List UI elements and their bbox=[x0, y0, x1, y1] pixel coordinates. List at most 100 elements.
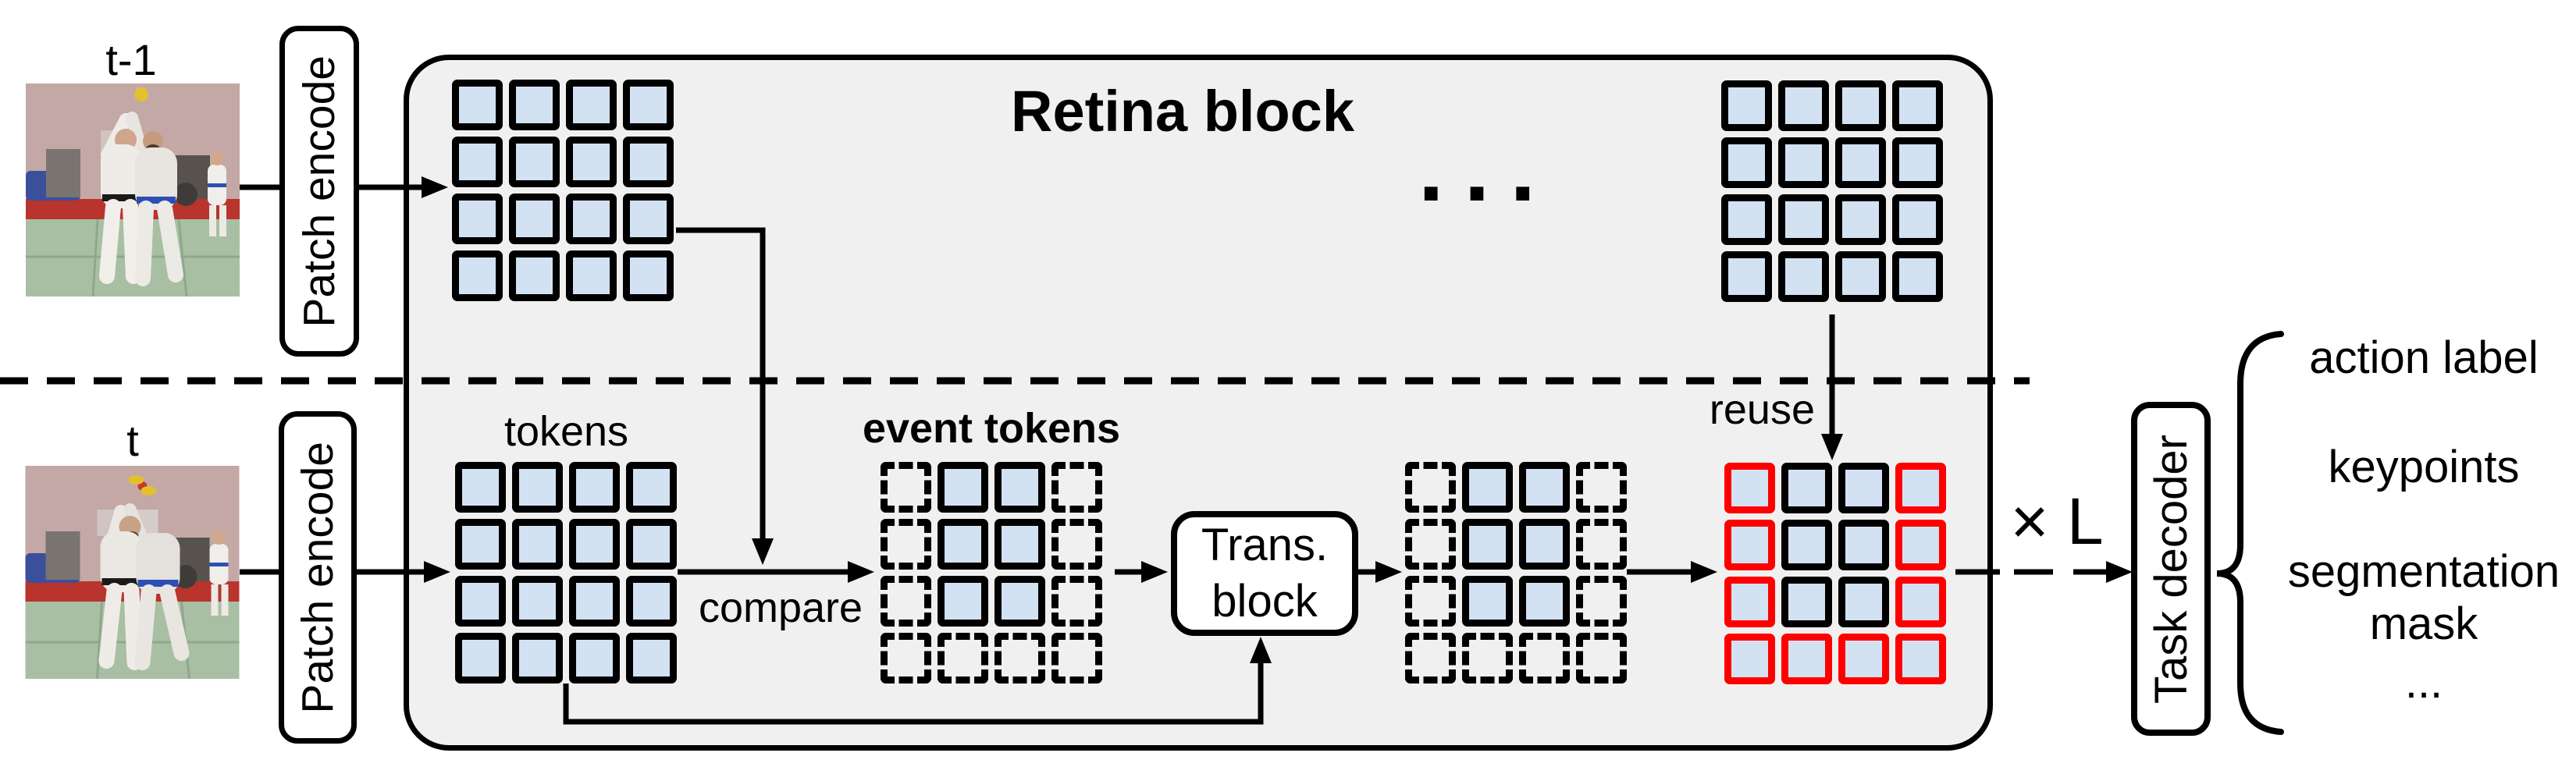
event-tokens-grid-after-trans bbox=[1405, 462, 1627, 684]
token-cell bbox=[452, 194, 503, 244]
token-cell bbox=[623, 137, 674, 187]
token-cell bbox=[1895, 634, 1946, 684]
video-frame-prev-image bbox=[26, 83, 240, 297]
token-cell bbox=[569, 519, 620, 570]
token-cell bbox=[1721, 80, 1772, 131]
token-cell bbox=[1838, 463, 1889, 513]
token-cell bbox=[1051, 576, 1102, 627]
token-cell bbox=[566, 137, 617, 187]
token-cell bbox=[1405, 519, 1456, 570]
token-cell bbox=[512, 576, 563, 627]
token-cell bbox=[455, 633, 506, 684]
frame-curr-label: t bbox=[126, 416, 139, 465]
token-cell bbox=[1835, 137, 1886, 188]
token-cell bbox=[938, 519, 988, 570]
token-cell bbox=[623, 80, 674, 130]
token-cell bbox=[1838, 577, 1889, 627]
patch-encode-box-curr: Patch encode bbox=[279, 411, 357, 744]
task-decoder-label: Task decoder bbox=[2145, 434, 2197, 704]
token-cell bbox=[623, 250, 674, 301]
token-cell bbox=[509, 137, 560, 187]
token-cell bbox=[626, 519, 677, 570]
token-cell bbox=[1838, 634, 1889, 684]
event-tokens-grid-before-trans bbox=[881, 462, 1102, 684]
token-cell bbox=[1892, 251, 1943, 302]
token-cell bbox=[1895, 463, 1946, 513]
token-cell bbox=[938, 462, 988, 513]
token-cell bbox=[1576, 633, 1627, 684]
token-cell bbox=[938, 576, 988, 627]
trans-block: Trans. block bbox=[1171, 511, 1358, 636]
token-cell bbox=[1835, 251, 1886, 302]
token-cell bbox=[455, 519, 506, 570]
token-cell bbox=[569, 462, 620, 513]
token-cell bbox=[1519, 519, 1570, 570]
video-frame-curr-image bbox=[25, 466, 240, 679]
token-cell bbox=[1724, 577, 1775, 627]
token-cell bbox=[1519, 576, 1570, 627]
tokens-grid-curr-frame bbox=[455, 462, 677, 684]
task-decoder-box: Task decoder bbox=[2131, 402, 2211, 736]
token-cell bbox=[626, 576, 677, 627]
token-cell bbox=[1781, 520, 1832, 570]
token-cell bbox=[512, 633, 563, 684]
token-cell bbox=[994, 462, 1045, 513]
output-tokens-grid-with-reuse bbox=[1724, 463, 1946, 684]
token-cell bbox=[1721, 194, 1772, 245]
tokens-grid-prev-frame bbox=[452, 80, 674, 301]
token-cell bbox=[626, 633, 677, 684]
token-cell bbox=[1051, 519, 1102, 570]
retina-block-title: Retina block bbox=[1011, 79, 1354, 144]
trans-block-label-line1: Trans. bbox=[1201, 519, 1329, 570]
token-cell bbox=[1895, 577, 1946, 627]
output-ellipsis: ... bbox=[2404, 657, 2443, 708]
token-cell bbox=[566, 250, 617, 301]
patch-encode-label-curr: Patch encode bbox=[293, 441, 343, 714]
output-action-label: action label bbox=[2309, 332, 2539, 383]
token-cell bbox=[626, 462, 677, 513]
token-cell bbox=[1576, 576, 1627, 627]
token-cell bbox=[512, 462, 563, 513]
token-cell bbox=[938, 633, 988, 684]
output-segmentation-mask: segmentation mask bbox=[2287, 546, 2560, 649]
token-cell bbox=[1838, 520, 1889, 570]
patch-encode-label-prev: Patch encode bbox=[294, 55, 344, 328]
token-cell bbox=[994, 576, 1045, 627]
token-cell bbox=[1892, 137, 1943, 188]
token-cell bbox=[1892, 194, 1943, 245]
compare-label: compare bbox=[698, 584, 863, 631]
token-cell bbox=[512, 519, 563, 570]
token-cell bbox=[1781, 634, 1832, 684]
token-cell bbox=[1051, 633, 1102, 684]
token-cell bbox=[1519, 462, 1570, 513]
tokens-grid-reused-top bbox=[1721, 80, 1943, 302]
token-cell bbox=[1778, 137, 1829, 188]
token-cell bbox=[1576, 462, 1627, 513]
token-cell bbox=[566, 194, 617, 244]
event-tokens-label: event tokens bbox=[862, 405, 1121, 452]
token-cell bbox=[1724, 463, 1775, 513]
token-cell bbox=[994, 519, 1045, 570]
token-cell bbox=[452, 80, 503, 130]
token-cell bbox=[1781, 463, 1832, 513]
token-cell bbox=[881, 519, 931, 570]
token-cell bbox=[569, 576, 620, 627]
token-cell bbox=[1519, 633, 1570, 684]
token-cell bbox=[1051, 462, 1102, 513]
frame-prev-label: t-1 bbox=[105, 35, 157, 84]
token-cell bbox=[1778, 251, 1829, 302]
token-cell bbox=[1778, 194, 1829, 245]
token-cell bbox=[1405, 633, 1456, 684]
tokens-label: tokens bbox=[503, 408, 629, 455]
token-cell bbox=[623, 194, 674, 244]
token-cell bbox=[509, 250, 560, 301]
token-cell bbox=[1781, 577, 1832, 627]
token-cell bbox=[452, 250, 503, 301]
token-cell bbox=[1835, 194, 1886, 245]
token-cell bbox=[881, 462, 931, 513]
token-cell bbox=[569, 633, 620, 684]
output-keypoints: keypoints bbox=[2328, 442, 2520, 492]
reuse-label: reuse bbox=[1709, 386, 1815, 433]
token-cell bbox=[1576, 519, 1627, 570]
token-cell bbox=[566, 80, 617, 130]
